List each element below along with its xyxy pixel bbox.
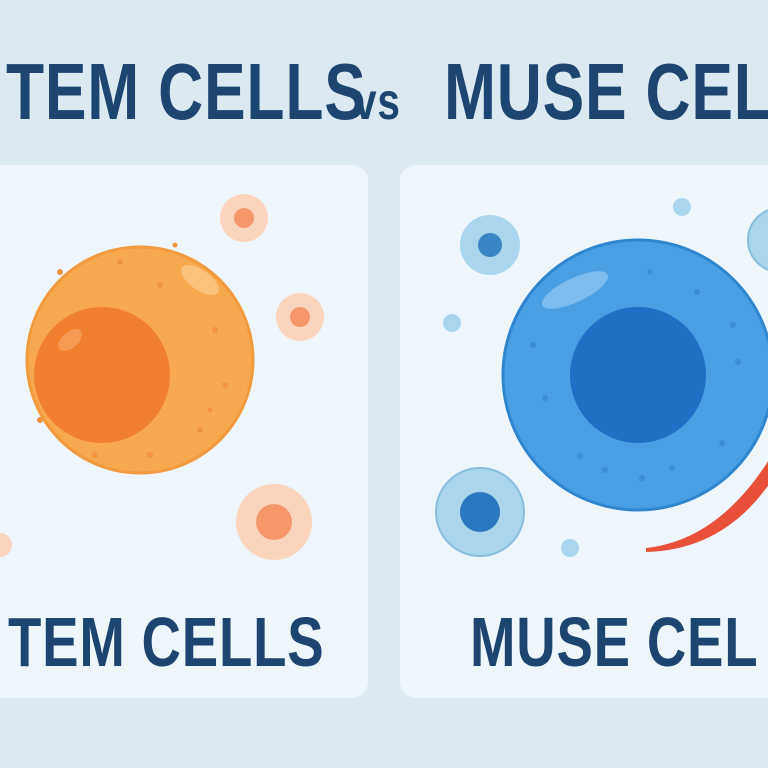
title-left: TEM CELLS [6, 47, 367, 136]
small-blue-cell [460, 215, 520, 275]
red-arc [646, 461, 768, 552]
blue-dot [443, 314, 461, 332]
small-blue-cell [435, 467, 525, 557]
stem-cell [25, 242, 255, 475]
title-vs: vs [354, 73, 401, 131]
stem-cells-label: TEM CELLS [8, 603, 325, 681]
small-orange-cell [220, 194, 268, 242]
blue-dot [673, 198, 691, 216]
small-orange-cell [0, 533, 12, 557]
muse-cell [501, 238, 768, 512]
blue-dot [561, 539, 579, 557]
small-orange-cell [236, 484, 312, 560]
title-right: MUSE CEL [444, 47, 768, 136]
muse-cells-label: MUSE CEL [470, 603, 759, 681]
small-orange-cell [276, 293, 324, 341]
small-blue-cell [747, 209, 768, 271]
